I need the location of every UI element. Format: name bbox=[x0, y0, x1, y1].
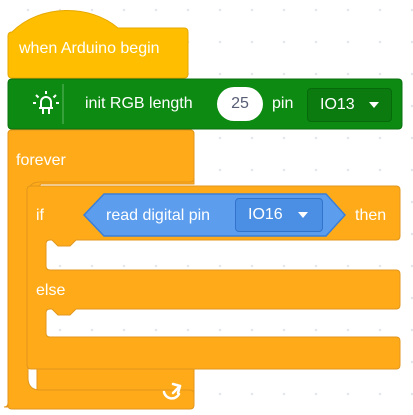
hat-block-label: when Arduino begin bbox=[19, 40, 160, 57]
rgb-pin-label: pin bbox=[272, 95, 294, 112]
then-label: then bbox=[355, 207, 387, 224]
condition-label: read digital pin bbox=[106, 207, 211, 224]
if-label: if bbox=[36, 207, 44, 224]
else-label: else bbox=[36, 282, 66, 299]
forever-block-label: forever bbox=[16, 152, 66, 169]
rgb-pin-dropdown[interactable]: IO13 bbox=[307, 88, 392, 122]
rgb-pin-value: IO13 bbox=[320, 96, 355, 113]
forever-block-body[interactable] bbox=[7, 129, 195, 410]
rgb-block-label: init RGB length bbox=[85, 95, 193, 112]
rgb-length-input[interactable]: 25 bbox=[217, 87, 263, 121]
loop-arrow-icon bbox=[162, 382, 182, 400]
condition-pin-dropdown[interactable]: IO16 bbox=[235, 198, 323, 232]
chevron-down-icon bbox=[369, 102, 379, 108]
rgb-led-icon bbox=[33, 91, 59, 114]
rgb-block-shape[interactable] bbox=[7, 78, 403, 130]
condition-pin-value: IO16 bbox=[248, 206, 283, 223]
chevron-down-icon bbox=[298, 212, 308, 218]
hat-block-shape[interactable] bbox=[7, 10, 189, 79]
